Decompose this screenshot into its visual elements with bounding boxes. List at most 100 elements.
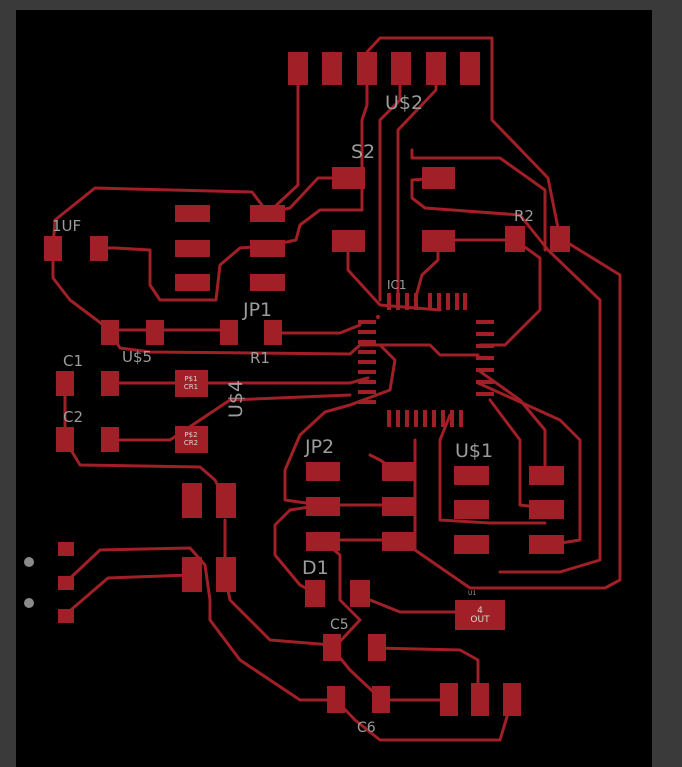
pad [454,535,489,554]
pad [175,240,210,257]
pad [220,320,238,345]
pad [332,167,365,189]
pad [446,293,450,310]
pad [250,274,285,291]
pad [182,557,202,592]
pad [56,371,74,396]
pad [58,609,74,623]
label-c1: C1 [63,352,83,370]
pad [476,332,494,336]
pad [440,683,458,716]
pad [471,683,489,716]
pad [405,410,409,427]
copper-pads [44,52,570,716]
pad [503,683,521,716]
label-jp2: JP2 [304,436,334,458]
pad [327,686,345,713]
pad [476,320,494,324]
pad [264,320,282,345]
reg-pin-label: 4 [477,606,483,616]
pad [250,205,285,222]
pad [358,350,376,354]
pad [306,497,340,516]
pad [358,380,376,384]
label-c6: C6 [357,720,376,736]
pad [382,497,416,516]
pad [101,371,119,396]
pad [550,226,570,252]
pad [455,293,459,310]
ic1-pin1-marker [376,315,380,319]
pad [358,370,376,374]
pad [505,226,525,252]
label-u1-small: U1 [468,590,476,597]
cr2-top-label: P$2 [184,431,197,439]
label-u2: U$2 [385,92,423,114]
pad [391,52,411,85]
pad [175,274,210,291]
pad [428,293,432,310]
pad [175,370,208,397]
pad [432,410,436,427]
label-u4: U$4 [225,380,247,418]
pad [146,320,164,345]
pad [288,52,308,85]
pad [426,52,446,85]
pad [175,205,210,222]
pad [101,427,119,452]
pad [58,542,74,556]
pad [450,410,454,427]
pad [368,634,386,661]
pad [305,580,325,607]
pad [459,410,463,427]
pad [455,600,505,630]
pad [387,410,391,427]
mounting-hole [24,557,34,567]
pad [182,483,202,518]
pad [476,368,494,372]
pad [422,167,455,189]
label-r2: R2 [514,207,534,225]
pad [358,400,376,404]
pad [460,52,480,85]
pad [529,535,564,554]
pad [175,426,208,453]
pad [250,240,285,257]
pad [56,427,74,452]
pad [405,293,409,310]
label-s2: S2 [351,141,375,163]
pad [414,293,418,310]
pad-text: 4 OUT P$1 CR1 P$2 CR2 [184,375,490,625]
pad [529,500,564,519]
pad [357,52,377,85]
pad [437,293,441,310]
label-1uf: 1UF [52,217,81,235]
pad [454,500,489,519]
silkscreen-labels: U$2 S2 R2 1UF IC1 JP1 C1 U$5 R1 U$4 C2 J… [52,92,534,736]
pad [387,293,391,310]
label-u5: U$5 [122,348,152,366]
pad [306,462,340,481]
pad [323,634,341,661]
pad [423,410,427,427]
pad [101,320,119,345]
pad [358,340,376,344]
pad [350,580,370,607]
pad [44,236,62,261]
pad [216,483,236,518]
pad [306,532,340,551]
label-jp1: JP1 [242,299,272,321]
pad [414,410,418,427]
label-c2: C2 [63,408,83,426]
pad [476,380,494,384]
label-ic1: IC1 [387,278,407,292]
pad [382,462,416,481]
pad [422,230,455,252]
pad [463,293,467,310]
pad [58,576,74,590]
pad [358,330,376,334]
mounting-hole [24,598,34,608]
pad [332,230,365,252]
